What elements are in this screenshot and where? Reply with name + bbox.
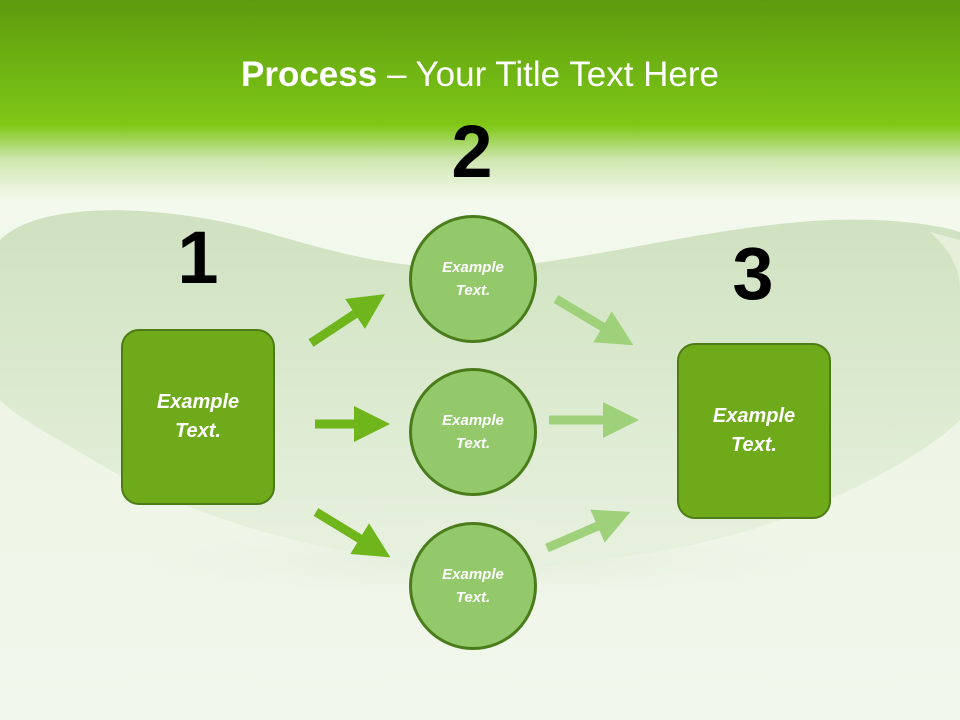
title-rest: – Your Title Text Here: [377, 55, 719, 94]
circle-top: Example Text.: [409, 215, 537, 343]
right-arrow-icon: [553, 295, 634, 346]
circle-bottom: Example Text.: [409, 522, 537, 650]
right-arrow-icon: [545, 509, 631, 553]
slide-title: Process – Your Title Text Here: [0, 50, 960, 100]
step-3-text: Example Text.: [712, 405, 796, 456]
circle-bottom-text: Example Text.: [442, 566, 504, 606]
circle-middle: Example Text.: [409, 368, 537, 496]
right-arrow-icon: [313, 508, 391, 558]
title-bold: Process: [241, 55, 378, 94]
circle-middle-text: Example Text.: [442, 412, 504, 452]
step-1-text: Example Text.: [156, 391, 240, 442]
circle-top-text: Example Text.: [442, 259, 504, 299]
step-number-2: 2: [451, 110, 493, 193]
step-1-box: Example Text.: [121, 329, 275, 505]
step-number-3: 3: [732, 232, 774, 315]
step-3-box: Example Text.: [677, 343, 831, 519]
step-number-1: 1: [177, 216, 219, 299]
right-arrow-icon: [308, 294, 386, 347]
